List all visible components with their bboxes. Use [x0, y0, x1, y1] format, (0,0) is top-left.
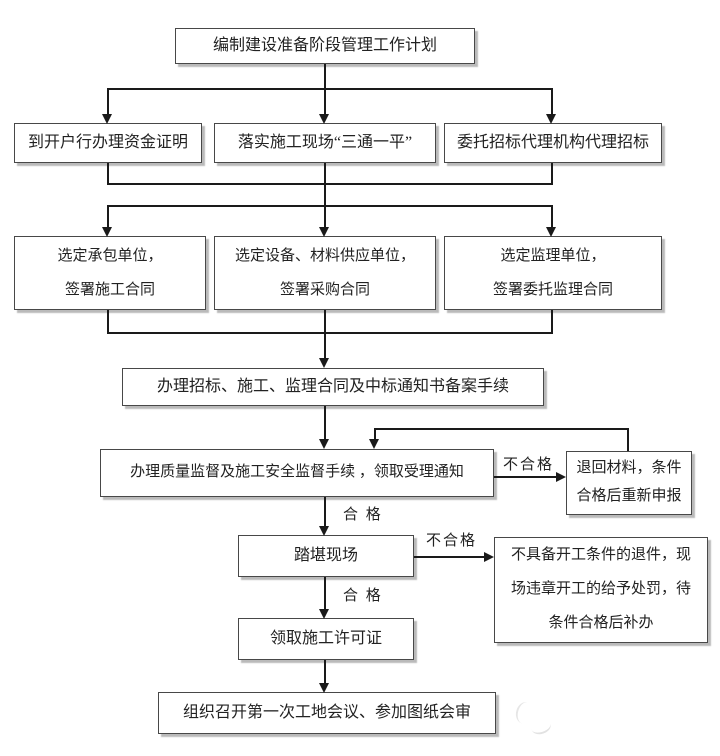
arrowhead-construction-permit: [319, 609, 329, 619]
arrowhead-quality-feedback: [369, 439, 379, 449]
connector-feedback-down: [374, 428, 376, 440]
node-construction-permit: 领取施工许可证: [238, 618, 414, 660]
connector-row3-distribute-bar: [107, 205, 553, 207]
connector-quality-to-inspection: [324, 497, 326, 527]
connector-merge-to-filing: [324, 310, 326, 359]
connector-row2-right-out: [551, 163, 553, 184]
connector-quality-to-return: [494, 476, 557, 478]
node-site-three-supplies: 落实施工现场“三通一平”: [214, 123, 436, 163]
connector-row2-merge-bar: [107, 183, 553, 185]
arrowhead-site-inspection: [319, 526, 329, 536]
node-select-contractor: 选定承包单位， 签署施工合同: [14, 236, 206, 310]
arrowhead-filing: [319, 358, 329, 368]
node-first-site-meeting: 组织召开第一次工地会议、参加图纸会审: [158, 692, 496, 734]
connector-row2-center-out: [324, 163, 326, 227]
node-reject-and-punish: 不具备开工条件的退件，现 场违章开工的给予处罚，待 条件合格后补办: [494, 537, 708, 643]
arrowhead-row2-left: [102, 114, 112, 124]
arrowhead-quality-main: [319, 439, 329, 449]
arrowhead-row2-center: [319, 114, 329, 124]
arrowhead-row3-center: [319, 227, 329, 237]
connector-filing-to-quality: [324, 406, 326, 440]
connector-row2-distribute-bar: [107, 88, 553, 90]
connector-row2-left-out: [107, 163, 109, 184]
edge-label-unqualified-2: 不合格: [426, 533, 478, 549]
arrowhead-row3-left: [102, 227, 112, 237]
connector-inspection-to-permit: [324, 577, 326, 610]
connector-row2-right-drop: [551, 88, 553, 114]
node-quality-safety-supervision: 办理质量监督及施工安全监督手续 ，领取受理通知: [100, 449, 494, 497]
node-select-supervisor: 选定监理单位， 签署委托监理合同: [444, 236, 662, 310]
edge-label-unqualified-1: 不合格: [503, 457, 555, 473]
arrowhead-row2-right: [546, 114, 556, 124]
watermark-mark-2: [529, 716, 553, 737]
node-prepare-management-plan: 编制建设准备阶段管理工作计划: [175, 28, 475, 64]
connector-feedback-across: [374, 428, 629, 430]
arrowhead-return-materials: [556, 472, 566, 482]
connector-row2-left-drop: [107, 88, 109, 114]
connector-permit-to-meeting: [324, 660, 326, 684]
arrowhead-first-meeting: [319, 683, 329, 693]
connector-row3-right-drop: [551, 205, 553, 227]
connector-row3-right-out: [551, 310, 553, 333]
node-fund-certificate: 到开户行办理资金证明: [14, 123, 202, 163]
node-filing-procedures: 办理招标、施工、监理合同及中标通知书备案手续: [122, 368, 544, 406]
edge-label-qualified-1: 合 格: [343, 507, 383, 523]
connector-row3-merge-bar: [107, 332, 553, 334]
arrowhead-row3-right: [546, 227, 556, 237]
arrowhead-reject-punish: [484, 552, 494, 562]
node-site-inspection: 踏堪现场: [238, 535, 414, 577]
node-select-suppliers: 选定设备、材料供应单位， 签署采购合同: [214, 236, 436, 310]
node-return-materials: 退回材料，条件 合格后重新申报: [566, 451, 692, 515]
connector-row3-left-out: [107, 310, 109, 333]
edge-label-qualified-2: 合 格: [343, 588, 383, 604]
connector-row3-left-drop: [107, 205, 109, 227]
connector-inspection-to-reject: [414, 556, 485, 558]
node-entrust-bidding-agency: 委托招标代理机构代理招标: [444, 123, 662, 163]
connector-feedback-up: [627, 428, 629, 451]
